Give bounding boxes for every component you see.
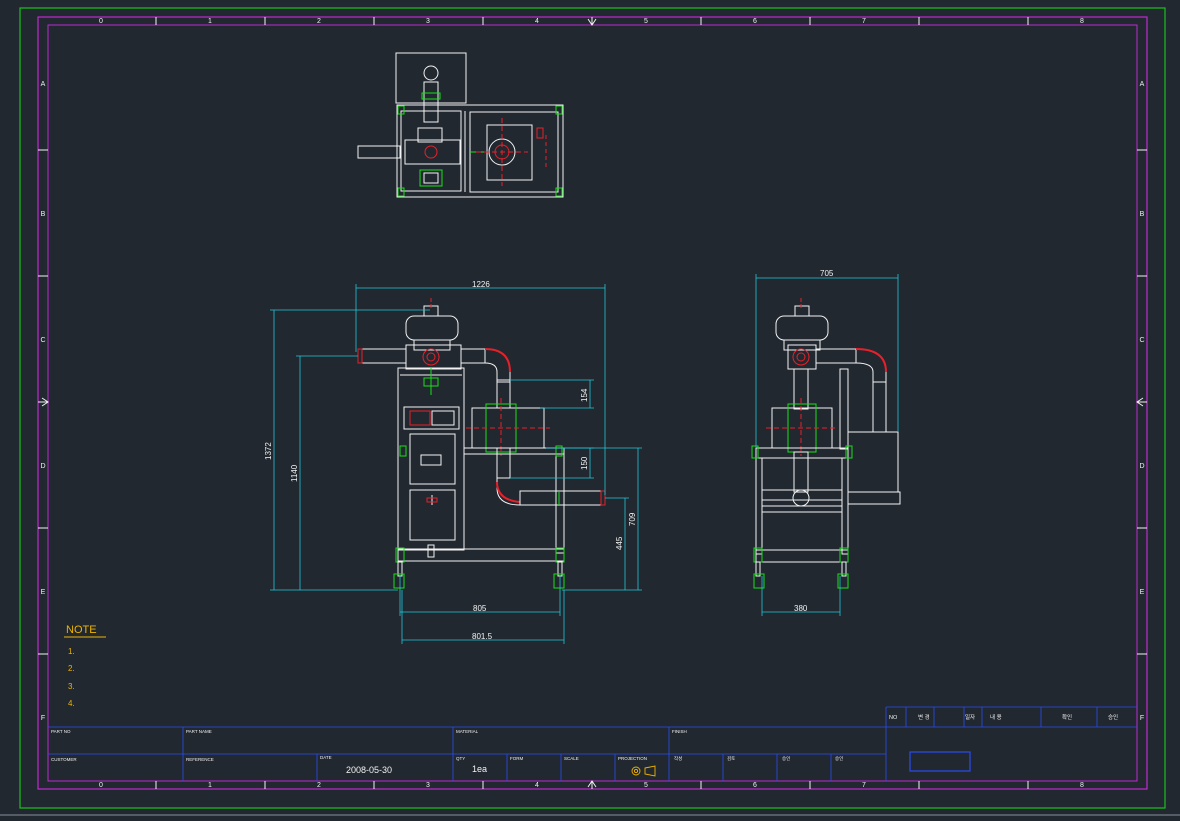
centre-arrow-bottom: [587, 780, 597, 789]
tb-qty-label: QTY: [456, 756, 465, 761]
tb-sign-3: 승인: [782, 755, 790, 761]
col-label-bottom: 7: [862, 782, 866, 789]
top-view: [357, 52, 564, 198]
dim-445: 445: [615, 536, 624, 550]
side-view: [751, 298, 901, 589]
row-label-right: A: [1140, 81, 1145, 88]
tb-sign-1: 작성: [674, 755, 682, 762]
row-label-right: D: [1139, 463, 1144, 470]
tb-part-name: PART NAME: [186, 729, 212, 734]
col-label-top: 2: [317, 18, 321, 25]
inner-frame: [47, 24, 1138, 782]
dim-side-width: 705: [820, 269, 834, 278]
col-label-top: 4: [535, 18, 539, 25]
col-label-top: 0: [99, 18, 103, 25]
dim-709: 709: [628, 512, 637, 526]
border-ticks: [38, 17, 1147, 789]
col-label-bottom: 2: [317, 782, 321, 789]
col-label-top: 3: [426, 18, 430, 25]
row-label-right: C: [1139, 337, 1144, 344]
row-label-left: A: [41, 81, 46, 88]
col-label-bottom: 8: [1080, 782, 1084, 789]
tb-date-label: DATE: [320, 755, 332, 760]
tb-qty-value: 1ea: [472, 764, 487, 774]
front-dimensions: [270, 284, 642, 644]
row-label-left: C: [40, 337, 45, 344]
centre-arrow-top: [587, 17, 597, 26]
dim-side-base: 380: [794, 604, 808, 613]
col-label-top: 5: [644, 18, 648, 25]
tb-scale: SCALE: [564, 756, 579, 761]
tb-sign-2: 검토: [727, 755, 735, 761]
row-label-left: B: [41, 211, 46, 218]
tb-projection: PROJECTION: [618, 756, 647, 761]
col-label-top: 1: [208, 18, 212, 25]
row-label-left: F: [41, 715, 45, 722]
tb-customer: CUSTOMER: [51, 757, 77, 762]
tb-rev-5: 승인: [1108, 714, 1118, 721]
dim-base-805: 805: [473, 604, 487, 613]
side-dimensions: [755, 274, 899, 616]
front-view: [357, 298, 606, 589]
row-label-left: D: [40, 463, 45, 470]
centre-arrow-right: [1136, 397, 1147, 407]
tb-material: MATERIAL: [456, 729, 479, 734]
note-item: 4.: [68, 699, 75, 708]
tb-rev-3: 내 용: [990, 713, 1002, 721]
tb-reference: REFERENCE: [186, 757, 214, 762]
note-item: 3.: [68, 682, 75, 691]
note-title: NOTE: [66, 624, 97, 636]
tb-rev-4: 확인: [1062, 713, 1072, 721]
col-label-top: 6: [753, 18, 757, 25]
tb-rev-2: 일자: [965, 713, 975, 721]
col-label-bottom: 4: [535, 782, 539, 789]
title-block: [48, 706, 1137, 781]
note-item: 1.: [68, 647, 75, 656]
row-label-left: E: [41, 589, 46, 596]
tb-rev-1: 변 경: [918, 713, 930, 721]
col-label-top: 8: [1080, 18, 1084, 25]
col-label-bottom: 5: [644, 782, 648, 789]
outer-frame: [19, 7, 1166, 809]
centre-arrow-left: [38, 397, 49, 407]
row-label-right: F: [1140, 715, 1144, 722]
projection-symbol-icon: [631, 765, 656, 777]
dim-base-801-5: 801.5: [472, 632, 493, 641]
dim-154: 154: [580, 388, 589, 402]
dim-overall-height: 1372: [264, 442, 273, 460]
tb-sign-4: 승인: [835, 755, 843, 761]
tb-rev-no: NO: [889, 715, 898, 721]
col-label-bottom: 1: [208, 782, 212, 789]
col-label-bottom: 0: [99, 782, 103, 789]
dim-height-1140: 1140: [290, 464, 299, 482]
col-label-bottom: 6: [753, 782, 757, 789]
col-label-top: 7: [862, 18, 866, 25]
tb-finish: FINISH: [672, 729, 687, 734]
col-label-bottom: 3: [426, 782, 430, 789]
tb-date-value: 2008-05-30: [346, 765, 392, 775]
dim-front-width: 1226: [472, 280, 490, 289]
tb-part-no: PART NO: [51, 729, 71, 734]
tb-form: FORM: [510, 756, 523, 761]
drawing-frame: [37, 16, 1148, 790]
note-item: 2.: [68, 664, 75, 673]
row-label-right: E: [1140, 589, 1145, 596]
row-label-right: B: [1140, 211, 1145, 218]
dim-150: 150: [580, 456, 589, 470]
